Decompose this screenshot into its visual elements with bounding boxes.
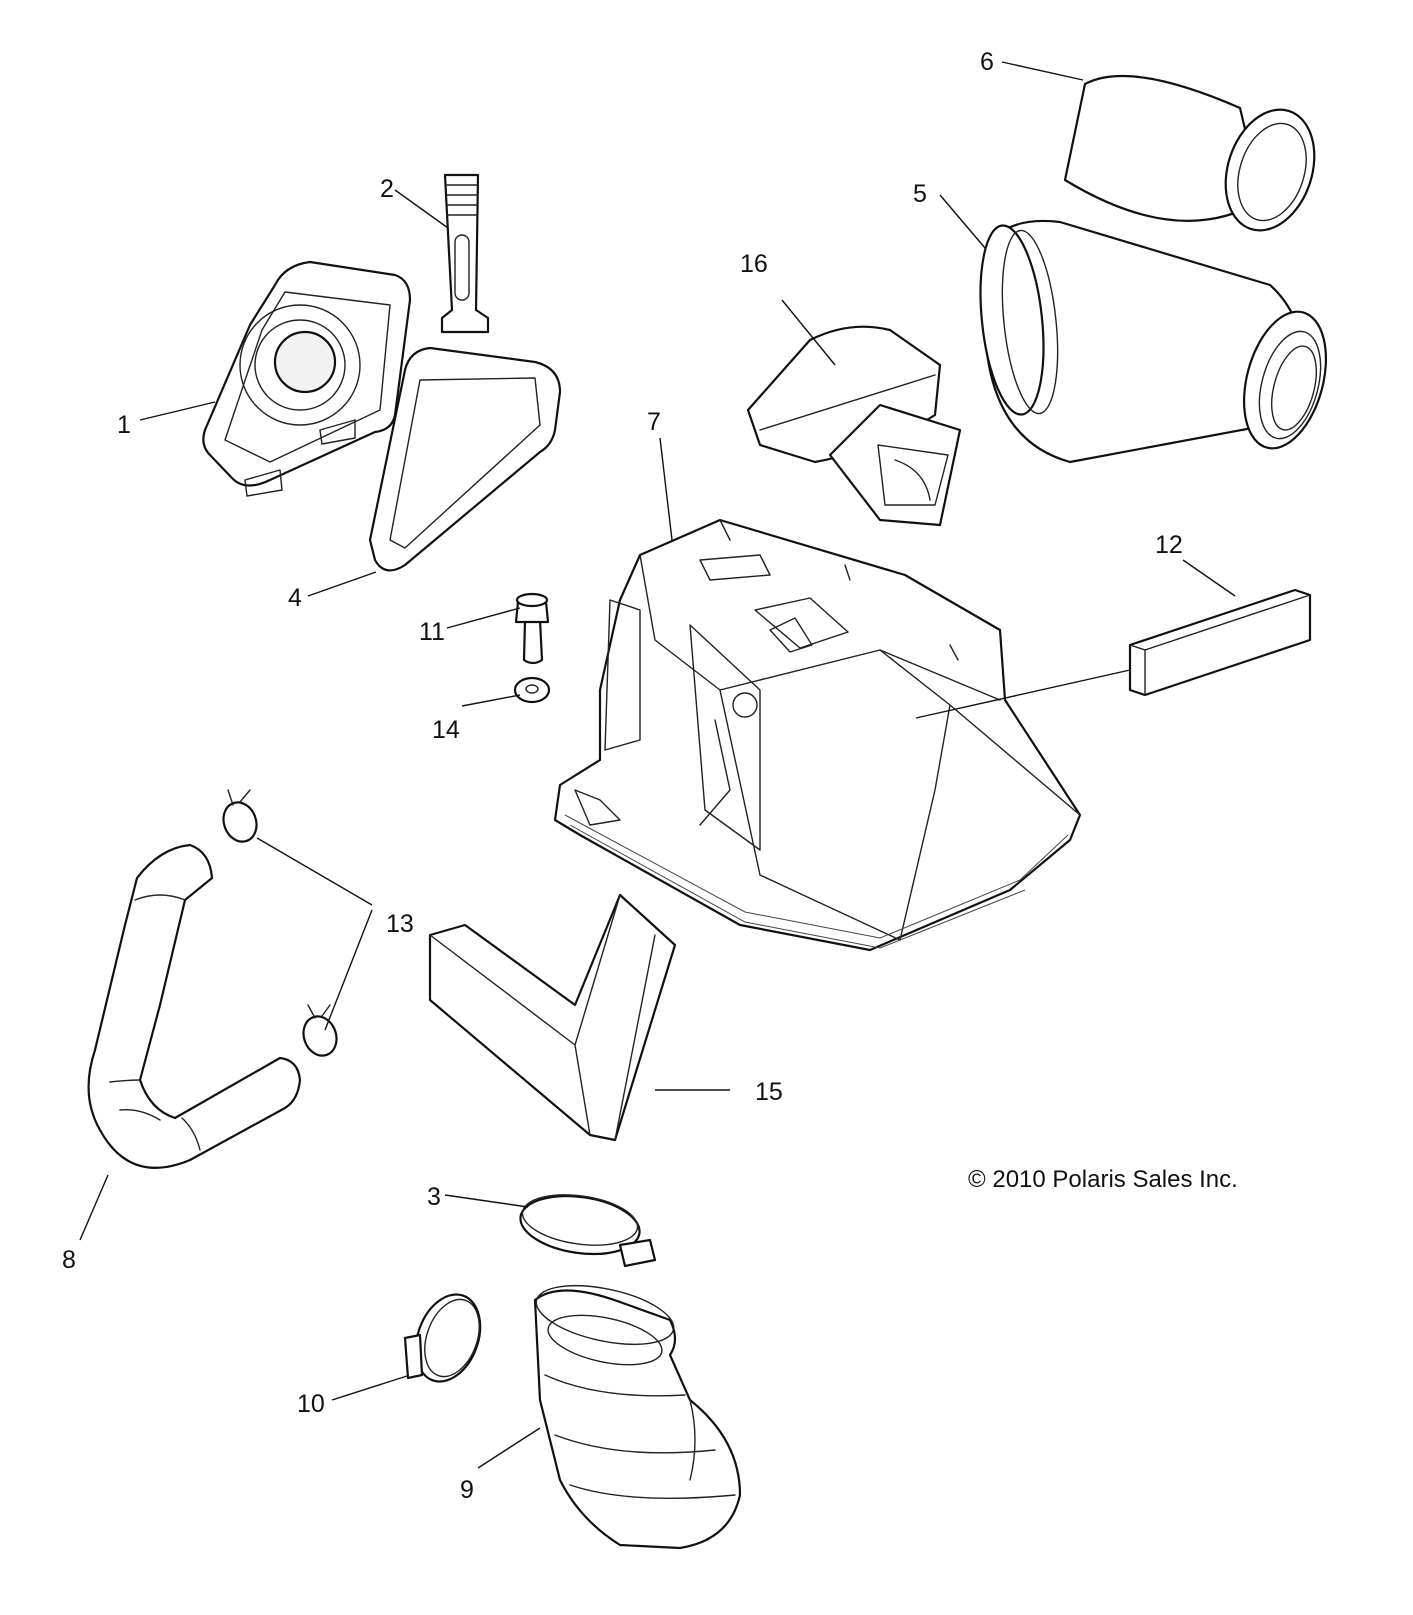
part-4-gasket	[368, 346, 562, 572]
callout-3: 3	[427, 1183, 441, 1211]
callout-labels: 1 2 3 4 5 6 7 8 9 10 11 12 13 14 15 16	[62, 48, 1183, 1504]
callout-10: 10	[297, 1390, 325, 1418]
part-7-airbox-housing	[553, 518, 1082, 952]
part-16-intake-duct	[746, 325, 962, 527]
part-13-clamps	[222, 789, 338, 1057]
part-6-filter-sleeve	[1063, 74, 1316, 232]
part-3-clamp	[519, 1194, 657, 1268]
callout-5: 5	[913, 180, 927, 208]
part-5-air-filter	[979, 219, 1328, 464]
part-2-strap	[440, 173, 490, 334]
part-12-foam-block	[1128, 588, 1312, 697]
callout-6: 6	[980, 48, 994, 76]
callout-12: 12	[1155, 531, 1183, 559]
callout-15: 15	[755, 1078, 783, 1106]
callout-13: 13	[386, 910, 414, 938]
part-11-bolt	[514, 592, 550, 665]
callout-7: 7	[647, 408, 661, 436]
callout-11: 11	[419, 618, 445, 646]
part-14-washer	[513, 676, 551, 704]
callout-1: 1	[117, 411, 131, 439]
part-15-v-foam	[428, 893, 677, 1142]
copyright-notice: © 2010 Polaris Sales Inc.	[968, 1166, 1238, 1193]
part-9-boot	[533, 1284, 742, 1550]
part-10-small-clamp	[403, 1293, 482, 1383]
callout-8: 8	[62, 1246, 76, 1274]
leader-lines	[79, 61, 1236, 1469]
part-8-hose	[87, 843, 302, 1169]
callout-9: 9	[460, 1476, 474, 1504]
callout-16: 16	[740, 250, 768, 278]
callout-2: 2	[380, 175, 394, 203]
part-1-cover-plate	[202, 260, 412, 497]
callout-4: 4	[288, 584, 302, 612]
callout-14: 14	[432, 716, 460, 744]
